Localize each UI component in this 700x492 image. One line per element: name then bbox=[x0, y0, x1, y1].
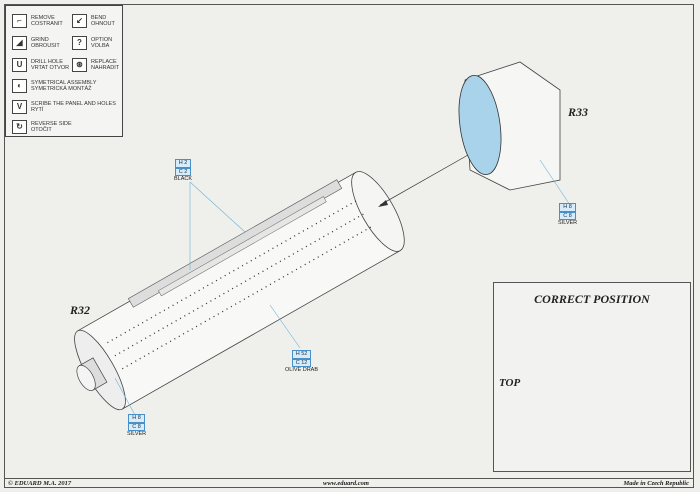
cap-part-r33 bbox=[458, 61, 561, 191]
tag-name: BLACK bbox=[174, 176, 193, 182]
part-label-r32: R32 bbox=[70, 303, 91, 317]
legend-label: REVERSE SIDE bbox=[31, 121, 72, 127]
legend-label: OPTION bbox=[91, 37, 113, 43]
scribe-icon: V bbox=[12, 100, 27, 114]
option-icon: ? bbox=[72, 36, 87, 50]
legend-label: DRILL HOLE bbox=[31, 59, 63, 65]
tag-c: C 12 bbox=[291, 358, 312, 367]
legend-label: REPLACE bbox=[91, 59, 117, 65]
legend-label: GRIND bbox=[31, 37, 49, 43]
top-label: TOP bbox=[499, 377, 521, 389]
replace-icon: ⊛ bbox=[72, 58, 87, 72]
page-frame bbox=[4, 4, 694, 488]
legend-label: BEND bbox=[91, 15, 107, 21]
legend-label: OBROUSIT bbox=[31, 43, 60, 49]
assembly-arrow bbox=[379, 154, 469, 206]
copyright: © EDUARD M.A. 2017 bbox=[8, 480, 72, 487]
tag-h: H 52 bbox=[291, 350, 312, 359]
correct-position-title: CORRECT POSITION bbox=[534, 292, 650, 306]
part-label-r33: R33 bbox=[568, 105, 589, 119]
tag-c: C 8 bbox=[128, 422, 145, 431]
tag-h: H 8 bbox=[128, 414, 145, 423]
tag-name: SILVER bbox=[127, 431, 147, 437]
cylinder-part-r32 bbox=[74, 171, 405, 411]
grind-icon: ◢ bbox=[12, 36, 27, 50]
origin: Made in Czech Republic bbox=[623, 480, 689, 487]
tag-h: H 2 bbox=[174, 159, 192, 168]
legend-label: REMOVE bbox=[31, 15, 55, 21]
tag-name: SILVER bbox=[558, 220, 578, 226]
correct-position-box: CORRECT POSITION TOP bbox=[493, 282, 691, 472]
website: www.eduard.com bbox=[323, 480, 369, 487]
symetrical-assembly-icon: ◐ bbox=[12, 79, 27, 93]
legend-label: COSTRANIT bbox=[31, 21, 63, 27]
legend-label: VOLBA bbox=[91, 43, 110, 49]
tag-h: H 8 bbox=[559, 203, 576, 212]
bend-icon: ↙ bbox=[72, 14, 87, 28]
legend-label: RYTÍ bbox=[31, 107, 44, 113]
legend-label: VRTAT OTVOR bbox=[31, 65, 70, 71]
footer: © EDUARD M.A. 2017 www.eduard.com Made i… bbox=[5, 478, 693, 489]
legend-label: SYMETRICKÁ MONTÁŽ bbox=[31, 86, 92, 92]
legend-label: SYMETRICAL ASSEMBLY bbox=[31, 80, 97, 86]
legend-label: NAHRADIT bbox=[91, 65, 120, 71]
tag-name: OLIVE DRAB bbox=[285, 367, 319, 373]
tag-c: C 2 bbox=[174, 167, 192, 176]
legend-label: OTOČIT bbox=[31, 127, 52, 133]
drill-hole-icon: U bbox=[12, 58, 27, 72]
reverse-side-icon: ↻ bbox=[12, 120, 27, 134]
legend-label: SCRIBE THE PANEL AND HOLES bbox=[31, 101, 116, 107]
remove-icon: ⌐ bbox=[12, 14, 27, 28]
legend-label: OHNOUT bbox=[91, 21, 115, 27]
tag-c: C 8 bbox=[559, 211, 576, 220]
